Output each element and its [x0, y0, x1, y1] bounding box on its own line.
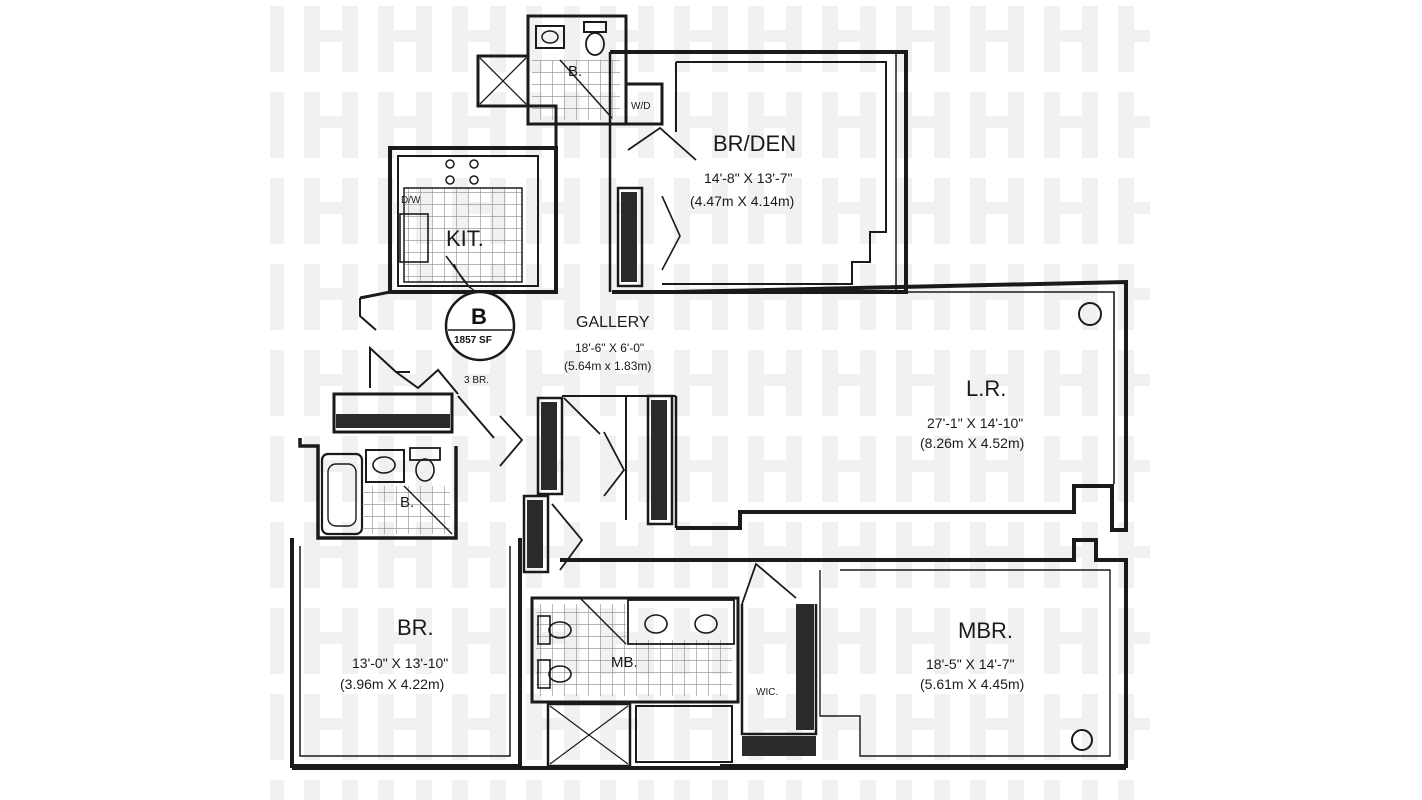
unit-badge	[444, 290, 516, 362]
room-living	[562, 279, 1128, 532]
master-bedroom-dim-m: (5.61m X 4.45m)	[920, 676, 1025, 692]
left-spine-walls	[476, 56, 558, 148]
bath-master	[530, 596, 740, 768]
living-room-dim-m: (8.26m X 4.52m)	[920, 435, 1025, 451]
walk-in-closet-label: WIC.	[756, 687, 779, 698]
bath-left	[298, 438, 458, 540]
room-br-den	[610, 50, 908, 294]
gallery-dim-m: (5.64m x 1.83m)	[564, 359, 652, 373]
living-room-dim-ft: 27'-1" X 14'-10"	[927, 415, 1024, 431]
master-bath-name: MB.	[611, 654, 638, 671]
entry-foyer	[332, 290, 459, 434]
gallery-dim-ft: 18'-6" X 6'-0"	[575, 341, 645, 355]
kitchen-name: KIT.	[446, 226, 484, 251]
bedroom-dim-ft: 13'-0" X 13'-10"	[352, 655, 449, 671]
bath-top-name: B.	[568, 63, 583, 80]
unit-badge-area: 1857 SF	[454, 335, 492, 346]
room-master	[560, 538, 1128, 768]
gallery-name: GALLERY	[576, 314, 650, 331]
bath-top	[526, 14, 628, 126]
walk-in-closet	[740, 562, 818, 756]
br-den-dim-ft: 14'-8" X 13'-7"	[704, 170, 793, 186]
bath-left-name: B.	[400, 494, 415, 511]
living-room-name: L.R.	[966, 376, 1007, 401]
unit-bedrooms: 3 BR.	[464, 375, 490, 386]
master-bedroom-dim-ft: 18'-5" X 14'-7"	[926, 656, 1015, 672]
master-bedroom-name: MBR.	[958, 618, 1013, 643]
room-kitchen	[388, 146, 558, 301]
washer-dryer-box	[624, 82, 664, 126]
bedroom-name: BR.	[397, 615, 434, 640]
dishwasher-label: D/W	[401, 195, 421, 206]
bedroom-dim-m: (3.96m X 4.22m)	[340, 676, 445, 692]
br-den-dim-m: (4.47m X 4.14m)	[690, 193, 795, 209]
unit-badge-letter: B	[471, 304, 487, 329]
br-den-name: BR/DEN	[713, 131, 797, 156]
washer-dryer-label: W/D	[631, 101, 651, 112]
